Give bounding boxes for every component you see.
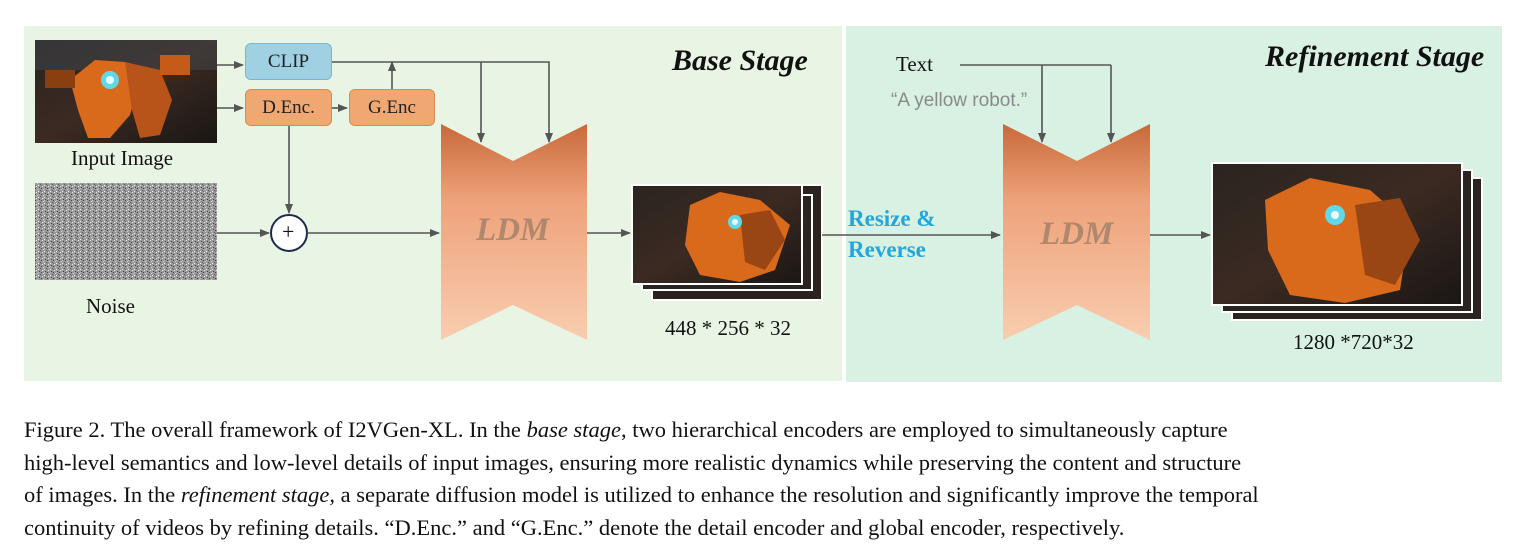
framework-figure: Base Stage Refinement Stage CLIP D.Enc. … (24, 26, 1502, 382)
caption-text: of images. In the (24, 482, 181, 507)
base-output-frames (631, 184, 823, 301)
input-image (35, 40, 217, 143)
caption-text: , two hierarchical encoders are employed… (620, 417, 1228, 442)
global-encoder-box: G.Enc (349, 89, 435, 126)
resize-line1: Resize & (848, 206, 936, 231)
refine-ldm-label: LDM (1040, 216, 1114, 252)
diagram-graphics (35, 40, 1483, 340)
resize-reverse-label: Resize & Reverse (848, 203, 936, 265)
refine-resolution-label: 1280 *720*32 (1293, 330, 1414, 354)
noise-label: Noise (86, 294, 135, 318)
caption-text: Figure 2. The overall framework of I2VGe… (24, 417, 527, 442)
detail-encoder-box: D.Enc. (245, 89, 332, 126)
caption-line-2: high-level semantics and low-level detai… (24, 449, 1242, 475)
caption-line-3: of images. In the refinement stage, a se… (24, 479, 1509, 512)
clip-encoder-box: CLIP (245, 43, 332, 80)
caption-emphasis: base stage (526, 417, 621, 442)
refinement-stage-title: Refinement Stage (1265, 40, 1485, 73)
refine-output-frames (1211, 162, 1483, 321)
base-ldm-block (441, 124, 587, 340)
caption-text: , a separate diffusion model is utilized… (329, 482, 1259, 507)
caption-line-4: continuity of videos by refining details… (24, 514, 1125, 540)
base-ldm-label: LDM (476, 212, 550, 248)
noise-image (35, 183, 217, 280)
text-input-label: Text (896, 52, 934, 76)
base-stage-title: Base Stage (672, 44, 808, 77)
connector-lines (217, 61, 1211, 239)
caption-line-1: Figure 2. The overall framework of I2VGe… (24, 414, 1509, 447)
caption-emphasis: refinement stage (180, 482, 330, 507)
base-resolution-label: 448 * 256 * 32 (665, 316, 791, 340)
plus-symbol: + (282, 219, 295, 244)
resize-line2: Reverse (848, 237, 926, 262)
text-prompt: “A yellow robot.” (891, 90, 1028, 111)
input-image-label: Input Image (71, 146, 174, 170)
refine-ldm-block (1003, 124, 1150, 340)
figure-caption: Figure 2. The overall framework of I2VGe… (24, 414, 1509, 544)
